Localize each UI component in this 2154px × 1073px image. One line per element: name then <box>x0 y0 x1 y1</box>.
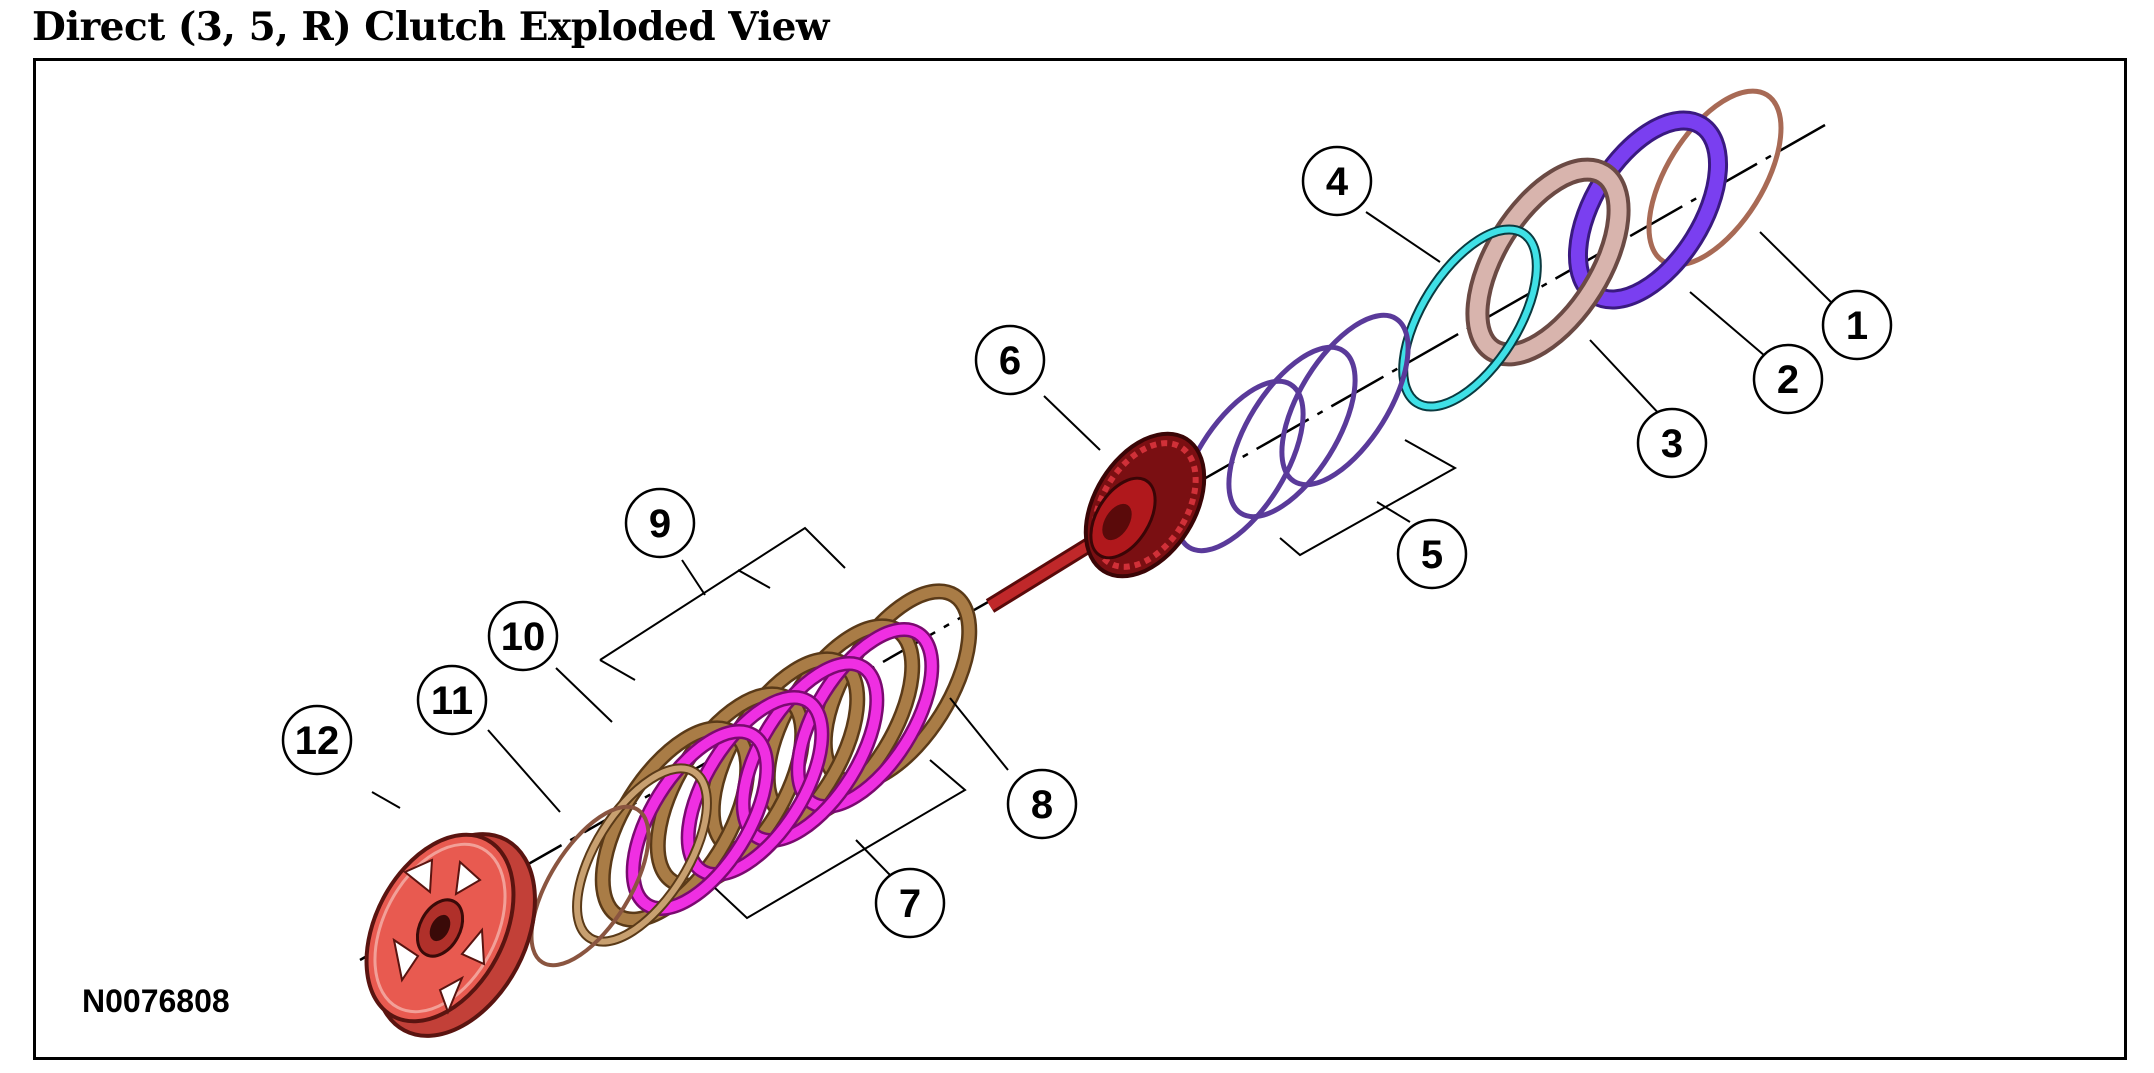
part-10-pressure-plate <box>572 763 712 947</box>
callout-2: 2 <box>1752 343 1824 415</box>
callout-4: 4 <box>1301 145 1373 217</box>
callout-6: 6 <box>974 324 1046 396</box>
figure-id: N0076808 <box>82 983 230 1019</box>
diagram-title: Direct (3, 5, R) Clutch Exploded View <box>32 4 830 50</box>
callout-1: 1 <box>1821 289 1893 361</box>
svg-text:8: 8 <box>1031 783 1053 827</box>
part-3-seal-assembly <box>1465 157 1631 367</box>
svg-text:5: 5 <box>1421 533 1443 577</box>
svg-text:11: 11 <box>431 679 473 723</box>
callout-7: 7 <box>874 867 946 939</box>
svg-text:7: 7 <box>899 882 921 926</box>
part-12-housing <box>364 832 537 1038</box>
leader-lines <box>371 211 1836 920</box>
svg-text:2: 2 <box>1777 358 1799 402</box>
callout-5: 5 <box>1396 518 1468 590</box>
svg-text:1: 1 <box>1846 304 1868 348</box>
callout-12: 12 <box>281 704 353 776</box>
part-7-friction-plates <box>625 621 940 917</box>
svg-text:4: 4 <box>1326 160 1349 204</box>
diagram-frame <box>33 58 2127 1060</box>
svg-text:12: 12 <box>295 719 340 763</box>
part-4-seal <box>1398 224 1542 412</box>
part-1-snap-ring <box>1646 88 1784 268</box>
svg-text:6: 6 <box>999 339 1021 383</box>
svg-text:9: 9 <box>649 502 671 546</box>
svg-text:10: 10 <box>501 615 546 659</box>
part-5-springs <box>1174 312 1411 554</box>
callout-3: 3 <box>1636 407 1708 479</box>
callout-10: 10 <box>487 600 559 672</box>
part-11-snap-ring <box>529 804 651 968</box>
part-6-clutch-hub <box>985 431 1207 613</box>
callout-9: 9 <box>624 487 696 559</box>
callout-11: 11 <box>416 664 488 736</box>
svg-text:3: 3 <box>1661 422 1683 466</box>
callout-8: 8 <box>1006 768 1078 840</box>
